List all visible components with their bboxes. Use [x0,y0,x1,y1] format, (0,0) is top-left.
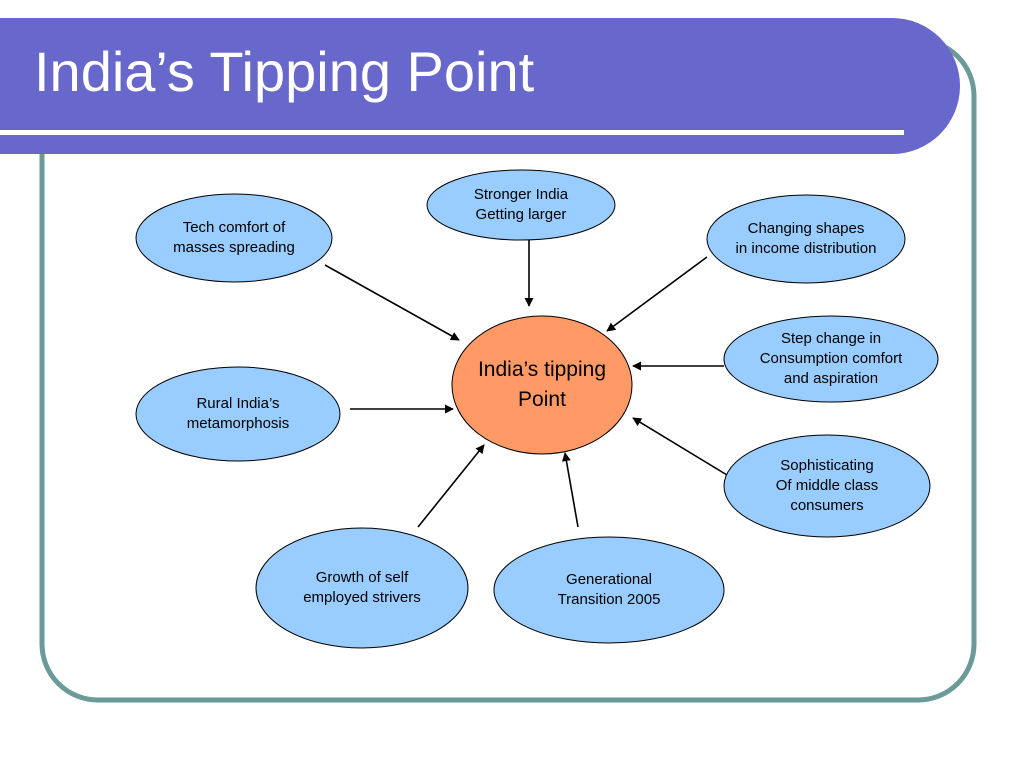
node-growth-self-employed-shape [255,527,469,649]
node-rural-india-shape [135,366,341,462]
node-step-change-label: Step change in Consumption comfort and a… [759,330,903,387]
node-rural-india-label: Rural India’s metamorphosis [186,395,290,432]
node-growth-self-employed-label: Growth of self employed strivers [303,569,421,606]
node-sophisticating-shape [723,434,931,538]
arrow-sophisticating-to-center [632,417,728,476]
node-tech-comfort-label: Tech comfort of masses spreading [173,219,295,256]
node-sophisticating-label: Sophisticating Of middle class consumers [775,457,879,514]
center-node-shape [451,315,633,455]
nodes-layer [135,169,939,649]
node-stronger-india-label: Stronger India Getting larger [473,186,569,223]
arrow-generational-transition-to-center [561,452,579,528]
node-tech-comfort-shape [135,193,333,283]
node-stronger-india-shape [426,169,616,241]
node-step-change-shape [723,315,939,403]
center-node-label: India’s tipping Point [477,358,607,411]
arrow-tech-comfort-to-center [324,264,460,341]
page-title: India’s Tipping Point [34,40,535,103]
node-generational-transition-shape [493,536,725,644]
node-changing-shapes-label: Changing shapes in income distribution [735,220,877,257]
arrow-changing-shapes-to-center [606,256,708,332]
node-generational-transition-label: Generational Transition 2005 [557,571,661,608]
title-underline [0,130,904,135]
title-banner [0,18,960,154]
arrow-growth-self-employed-to-center [417,444,485,528]
arrows-layer [324,239,728,528]
node-changing-shapes-shape [706,194,906,284]
